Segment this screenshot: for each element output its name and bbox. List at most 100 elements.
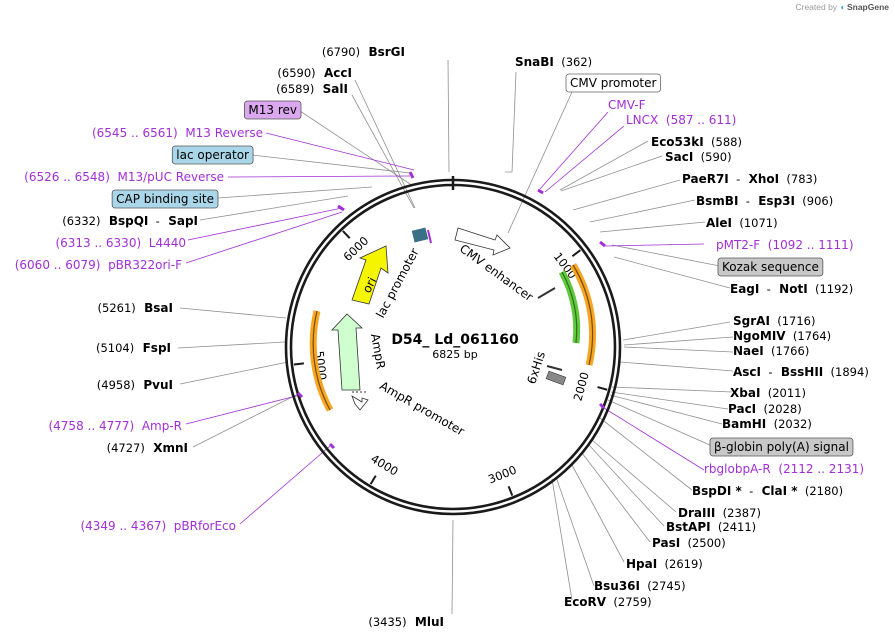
site-label-6332-bspqi-sapi: (6332) BspQI - SapI	[62, 214, 198, 228]
leader-ecorv	[551, 478, 573, 601]
site-label-4727-xmni: (4727) XmnI	[107, 441, 188, 455]
svg-text:Bsu36I (2745): Bsu36I (2745)	[594, 579, 686, 593]
label-name: SapI	[160, 214, 198, 228]
feature-box	[709, 437, 854, 457]
leader-bglobin	[607, 399, 713, 447]
site-label-6590-acci: (6590) AccI	[277, 66, 352, 80]
label-pos: (2759)	[606, 595, 652, 609]
svg-text:(6545 .. 6561) M13 Reverse: (6545 .. 6561) M13 Reverse	[92, 126, 263, 140]
leader-asci	[619, 361, 734, 372]
svg-text:SnaBI (362): SnaBI (362)	[515, 55, 592, 69]
primer-site-pmt2	[599, 240, 606, 248]
feature-box	[565, 73, 661, 93]
leader-saci	[560, 155, 663, 192]
primer-site-ampr	[296, 391, 304, 399]
site-label-bstapi-2411: BstAPI (2411)	[666, 520, 756, 534]
tick-mark	[293, 362, 305, 366]
site-label-6060-6079-pbr322ori-f: (6060 .. 6079) pBR322ori-F	[15, 258, 182, 272]
site-label-5261-bsai: (5261) BsaI	[98, 301, 173, 315]
site-label-cmv-promoter: CMV promoter	[565, 73, 661, 93]
svg-text:lac operator: lac operator	[176, 148, 249, 162]
leader-bstapi	[587, 443, 665, 527]
ampr-promoter-label: AmpR promoter	[377, 379, 467, 439]
svg-text:β-globin poly(A) signal: β-globin poly(A) signal	[714, 440, 849, 454]
label-name: BspQI	[100, 214, 148, 228]
label-primer: CMV-F	[608, 98, 646, 112]
feature-box	[717, 257, 824, 277]
tick-mark	[342, 230, 351, 239]
cmv-enhancer-arrow	[454, 227, 511, 256]
site-label-asci-bsshii-1894: AscI - BssHII (1894)	[733, 365, 869, 379]
label-feat: M13 rev	[248, 103, 297, 117]
ampr-promoter-arrow	[351, 395, 369, 411]
leader-lacop	[251, 154, 411, 174]
svg-text:(6526 .. 6548) M13/pUC Revers: (6526 .. 6548) M13/pUC Reverse	[24, 170, 224, 184]
label-name: FspI	[134, 341, 171, 355]
label-pos: (1894)	[823, 365, 869, 379]
svg-text:(6313 .. 6330) L4440: (6313 .. 6330) L4440	[55, 236, 186, 250]
label-name: EagI	[730, 282, 759, 296]
svg-text:(5261) BsaI: (5261) BsaI	[98, 301, 173, 315]
leader-alei	[599, 221, 706, 233]
label-pos: (2011)	[760, 386, 806, 400]
label-name: BssHII	[772, 365, 823, 379]
ori-arrow	[351, 245, 389, 305]
leader-mlui	[451, 519, 454, 615]
leader-m13rev	[299, 110, 414, 187]
label-pos: (5261)	[98, 301, 136, 315]
leader-fspi	[177, 341, 286, 349]
leader-lncx	[544, 125, 625, 193]
label-primer: (6545 .. 6561)	[92, 126, 178, 140]
6xhis-label: 6xHis	[524, 350, 548, 386]
ori-label: ori	[360, 275, 380, 295]
label-pos: -	[759, 282, 770, 296]
label-pos: (3435)	[368, 615, 406, 629]
label-primer: (6060 .. 6079)	[15, 258, 101, 272]
svg-text:(4758 .. 4777) Amp-R: (4758 .. 4777) Amp-R	[48, 419, 182, 433]
label-name: BstAPI	[666, 520, 711, 534]
site-label-6545-6561-m13-reverse: (6545 .. 6561) M13 Reverse	[92, 126, 263, 140]
svg-text:LNCX (587 .. 611): LNCX (587 .. 611)	[626, 113, 736, 127]
label-primer: (4349 .. 4367)	[80, 519, 166, 533]
label-pos: -	[729, 172, 740, 186]
site-label-5104-fspi: (5104) FspI	[96, 341, 171, 355]
label-name: SalI	[314, 82, 348, 96]
site-label-m13-rev: M13 rev	[244, 100, 302, 120]
label-pos: (4958)	[97, 378, 135, 392]
plasmid-backbone	[284, 176, 622, 516]
label-name: PvuI	[135, 378, 173, 392]
leader-xbai	[611, 386, 733, 393]
label-pos: (783)	[779, 172, 817, 186]
svg-text:CMV-F: CMV-F	[608, 98, 646, 112]
leader-draiii	[591, 439, 677, 513]
outer-feature-arcs	[296, 171, 606, 450]
label-primer: pMT2-F	[716, 238, 760, 252]
credit-brand: SnapGene	[846, 2, 889, 12]
leader-pmt2	[604, 243, 705, 247]
label-name: Eco53kI	[651, 135, 704, 149]
svg-text:NaeI (1766): NaeI (1766)	[733, 344, 809, 358]
label-pos: (2180)	[798, 484, 844, 498]
label-name: Bsu36I	[594, 579, 640, 593]
label-name: BsaI	[136, 301, 173, 315]
label-name: PaeR7I	[682, 172, 729, 186]
primer-site-cmvf	[537, 188, 544, 195]
label-pos: (1071)	[732, 216, 778, 230]
site-label-eco53ki-588: Eco53kI (588)	[651, 135, 742, 149]
leader-bsmbi	[589, 199, 696, 223]
ampr-label: AmpR	[368, 332, 388, 370]
label-pos: -	[761, 365, 772, 379]
feature-box	[171, 145, 254, 165]
site-label-4758-4777-amp-r: (4758 .. 4777) Amp-R	[48, 419, 182, 433]
svg-text:PacI (2028): PacI (2028)	[728, 402, 802, 416]
label-primer: M13 Reverse	[178, 126, 263, 140]
svg-text:EagI - NotI (1192): EagI - NotI (1192)	[730, 282, 853, 296]
leader-paci	[610, 391, 729, 410]
svg-text:pMT2-F (1092 .. 1111): pMT2-F (1092 .. 1111)	[716, 238, 854, 252]
6xhis-mark-bottom	[546, 365, 563, 371]
leader-pvui	[179, 361, 289, 385]
svg-text:XbaI (2011): XbaI (2011)	[730, 386, 806, 400]
label-feat: β-globin poly(A) signal	[714, 440, 849, 454]
plasmid-length: 6825 bp	[432, 348, 477, 361]
